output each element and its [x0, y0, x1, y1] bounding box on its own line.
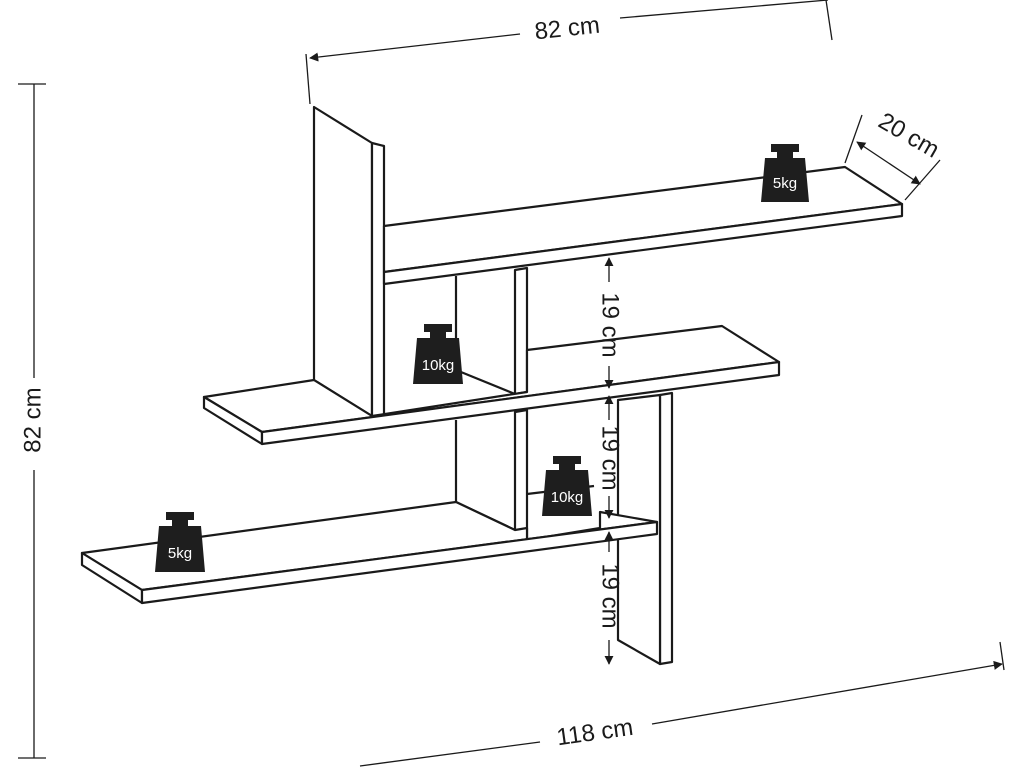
weight-top-shelf: 5kg — [761, 144, 809, 202]
dimension-spacing-lower: 19 cm — [597, 531, 624, 665]
dimension-label: 82 cm — [19, 387, 46, 452]
dimension-spacing-middle: 19 cm — [597, 395, 624, 519]
weight-label: 5kg — [773, 175, 797, 192]
dimension-label: 19 cm — [597, 292, 624, 357]
weight-bottom-shelf: 5kg — [155, 512, 205, 572]
dimension-label: 19 cm — [597, 563, 624, 628]
weight-middle-compartment: 10kg — [413, 324, 463, 384]
weight-label: 10kg — [422, 357, 455, 374]
dimension-top-width: 82 cm — [305, 0, 833, 105]
middle-shelf — [202, 324, 781, 446]
shelf-unit — [80, 105, 904, 666]
dimension-label: 20 cm — [874, 107, 944, 163]
dimension-height: 82 cm — [18, 83, 46, 759]
weight-label: 10kg — [551, 489, 584, 506]
dimension-label: 118 cm — [555, 714, 635, 751]
dimension-spacing-upper: 19 cm — [597, 257, 624, 389]
weight-lower-compartment: 10kg — [542, 456, 592, 516]
left-vertical-panel — [312, 105, 386, 420]
dimension-label: 82 cm — [533, 12, 601, 46]
top-shelf — [382, 165, 904, 286]
dimension-label: 19 cm — [597, 425, 624, 490]
dimension-bottom-width: 118 cm — [359, 641, 1005, 767]
bottom-shelf — [80, 500, 659, 605]
weight-label: 5kg — [168, 545, 192, 562]
upper-divider — [454, 266, 529, 396]
